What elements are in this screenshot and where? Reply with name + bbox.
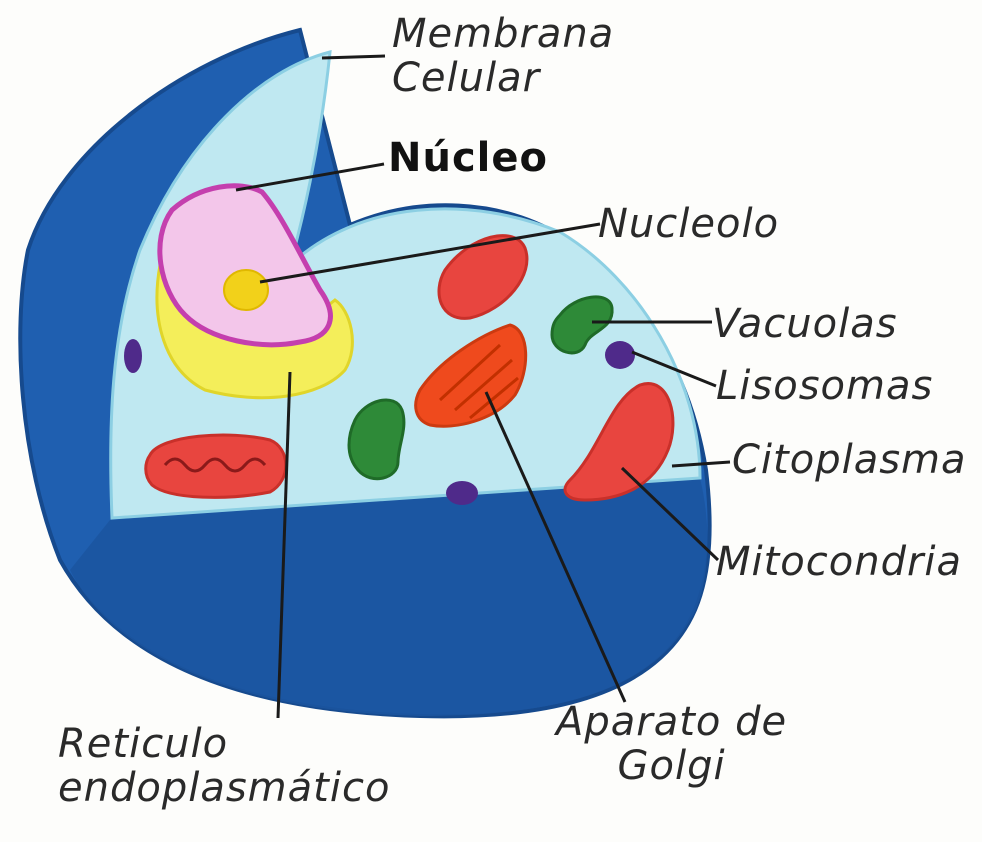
lysosome-1 [124, 339, 142, 373]
label-citoplasma: Citoplasma [732, 437, 967, 483]
label-lisosomas: Lisosomas [716, 363, 934, 409]
mitochondrion-left [144, 433, 288, 499]
mitochondrion-right [563, 382, 675, 502]
leader-lines [235, 54, 731, 719]
vacuole-center [347, 398, 406, 481]
label-vacuolas: Vacuolas [712, 301, 898, 347]
lysosome-2 [605, 341, 635, 369]
nucleolus [223, 269, 269, 311]
label-nucleo: Núcleo [388, 135, 548, 181]
nucleus [157, 183, 333, 348]
leader-membrana [321, 54, 386, 60]
cell-cutaway-floor [70, 478, 708, 716]
leader-citoplasma [671, 460, 731, 468]
mitochondrion-inner-fold [163, 457, 267, 473]
label-membrana-celular: Membrana Celular [392, 11, 615, 101]
vacuole-right [550, 295, 614, 355]
golgi-apparatus [414, 323, 528, 428]
leader-nucleo [235, 162, 385, 192]
label-reticulo-endoplasmatico: Reticulo endoplasmático [58, 721, 391, 811]
label-aparato-de-golgi: Aparato de Golgi [556, 699, 788, 789]
label-mitocondria: Mitocondria [716, 539, 963, 585]
golgi-stripes [438, 343, 519, 420]
leader-golgi [484, 391, 627, 703]
leader-reticulo [276, 371, 292, 719]
lysosome-3 [446, 481, 478, 505]
label-nucleolo: Nucleolo [598, 201, 780, 247]
leader-mitocondria [620, 466, 720, 562]
leader-nucleolo [259, 222, 601, 284]
leader-lisosomas [631, 350, 717, 388]
mitochondrion-top [437, 234, 529, 320]
